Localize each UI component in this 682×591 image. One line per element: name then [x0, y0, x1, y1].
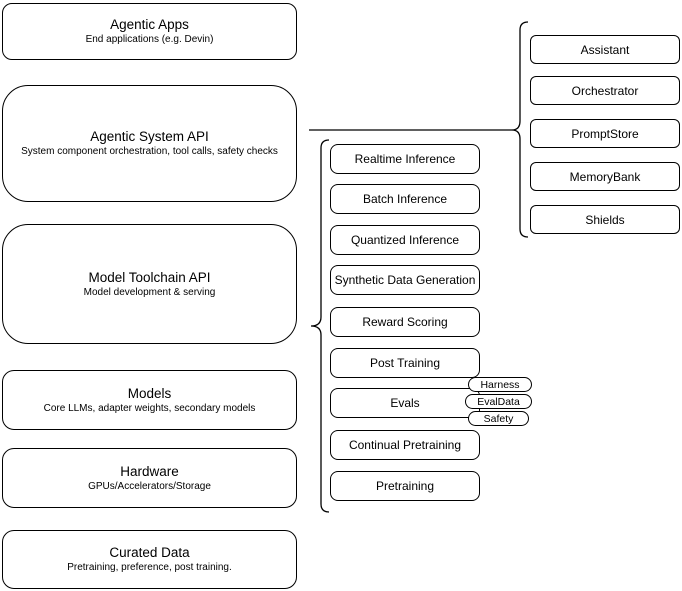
- component-realtime-inference: Realtime Inference: [330, 144, 480, 174]
- component-evals: Evals: [330, 388, 480, 418]
- box-agentic-system-api-subtitle: System component orchestration, tool cal…: [21, 146, 278, 157]
- component-promptstore: PromptStore: [530, 119, 680, 148]
- box-agentic-apps: Agentic Apps End applications (e.g. Devi…: [2, 3, 297, 60]
- system-components-group-brace: [511, 21, 529, 238]
- box-model-toolchain-api-subtitle: Model development & serving: [83, 286, 216, 298]
- component-assistant: Assistant: [530, 35, 680, 64]
- toolchain-group-brace: [310, 139, 330, 513]
- component-orchestrator: Orchestrator: [530, 76, 680, 105]
- component-pretraining: Pretraining: [330, 471, 480, 501]
- box-hardware-title: Hardware: [120, 463, 179, 479]
- box-agentic-apps-title: Agentic Apps: [110, 17, 189, 32]
- component-post-training: Post Training: [330, 348, 480, 378]
- box-agentic-apps-subtitle: End applications (e.g. Devin): [85, 34, 214, 45]
- component-quantized-inference: Quantized Inference: [330, 225, 480, 255]
- pill-harness: Harness: [468, 377, 532, 392]
- box-agentic-system-api-title: Agentic System API: [90, 129, 209, 144]
- component-shields: Shields: [530, 205, 680, 234]
- box-curated-data-title: Curated Data: [109, 545, 190, 560]
- box-model-toolchain-api: Model Toolchain API Model development & …: [2, 224, 297, 344]
- box-models-title: Models: [127, 385, 172, 401]
- component-synthetic-data-generation: Synthetic Data Generation: [330, 265, 480, 295]
- component-batch-inference: Batch Inference: [330, 184, 480, 214]
- pill-evaldata: EvalData: [465, 394, 532, 409]
- pill-safety: Safety: [468, 411, 529, 426]
- component-continual-pretraining: Continual Pretraining: [330, 430, 480, 460]
- component-reward-scoring: Reward Scoring: [330, 307, 480, 337]
- box-hardware: Hardware GPUs/Accelerators/Storage: [2, 448, 297, 508]
- box-model-toolchain-api-title: Model Toolchain API: [88, 269, 211, 285]
- box-models: Models Core LLMs, adapter weights, secon…: [2, 370, 297, 430]
- box-agentic-system-api: Agentic System API System component orch…: [2, 85, 297, 202]
- box-hardware-subtitle: GPUs/Accelerators/Storage: [88, 480, 211, 492]
- box-curated-data-subtitle: Pretraining, preference, post training.: [67, 562, 232, 573]
- box-models-subtitle: Core LLMs, adapter weights, secondary mo…: [43, 402, 256, 414]
- component-memorybank: MemoryBank: [530, 162, 680, 191]
- box-curated-data: Curated Data Pretraining, preference, po…: [2, 530, 297, 589]
